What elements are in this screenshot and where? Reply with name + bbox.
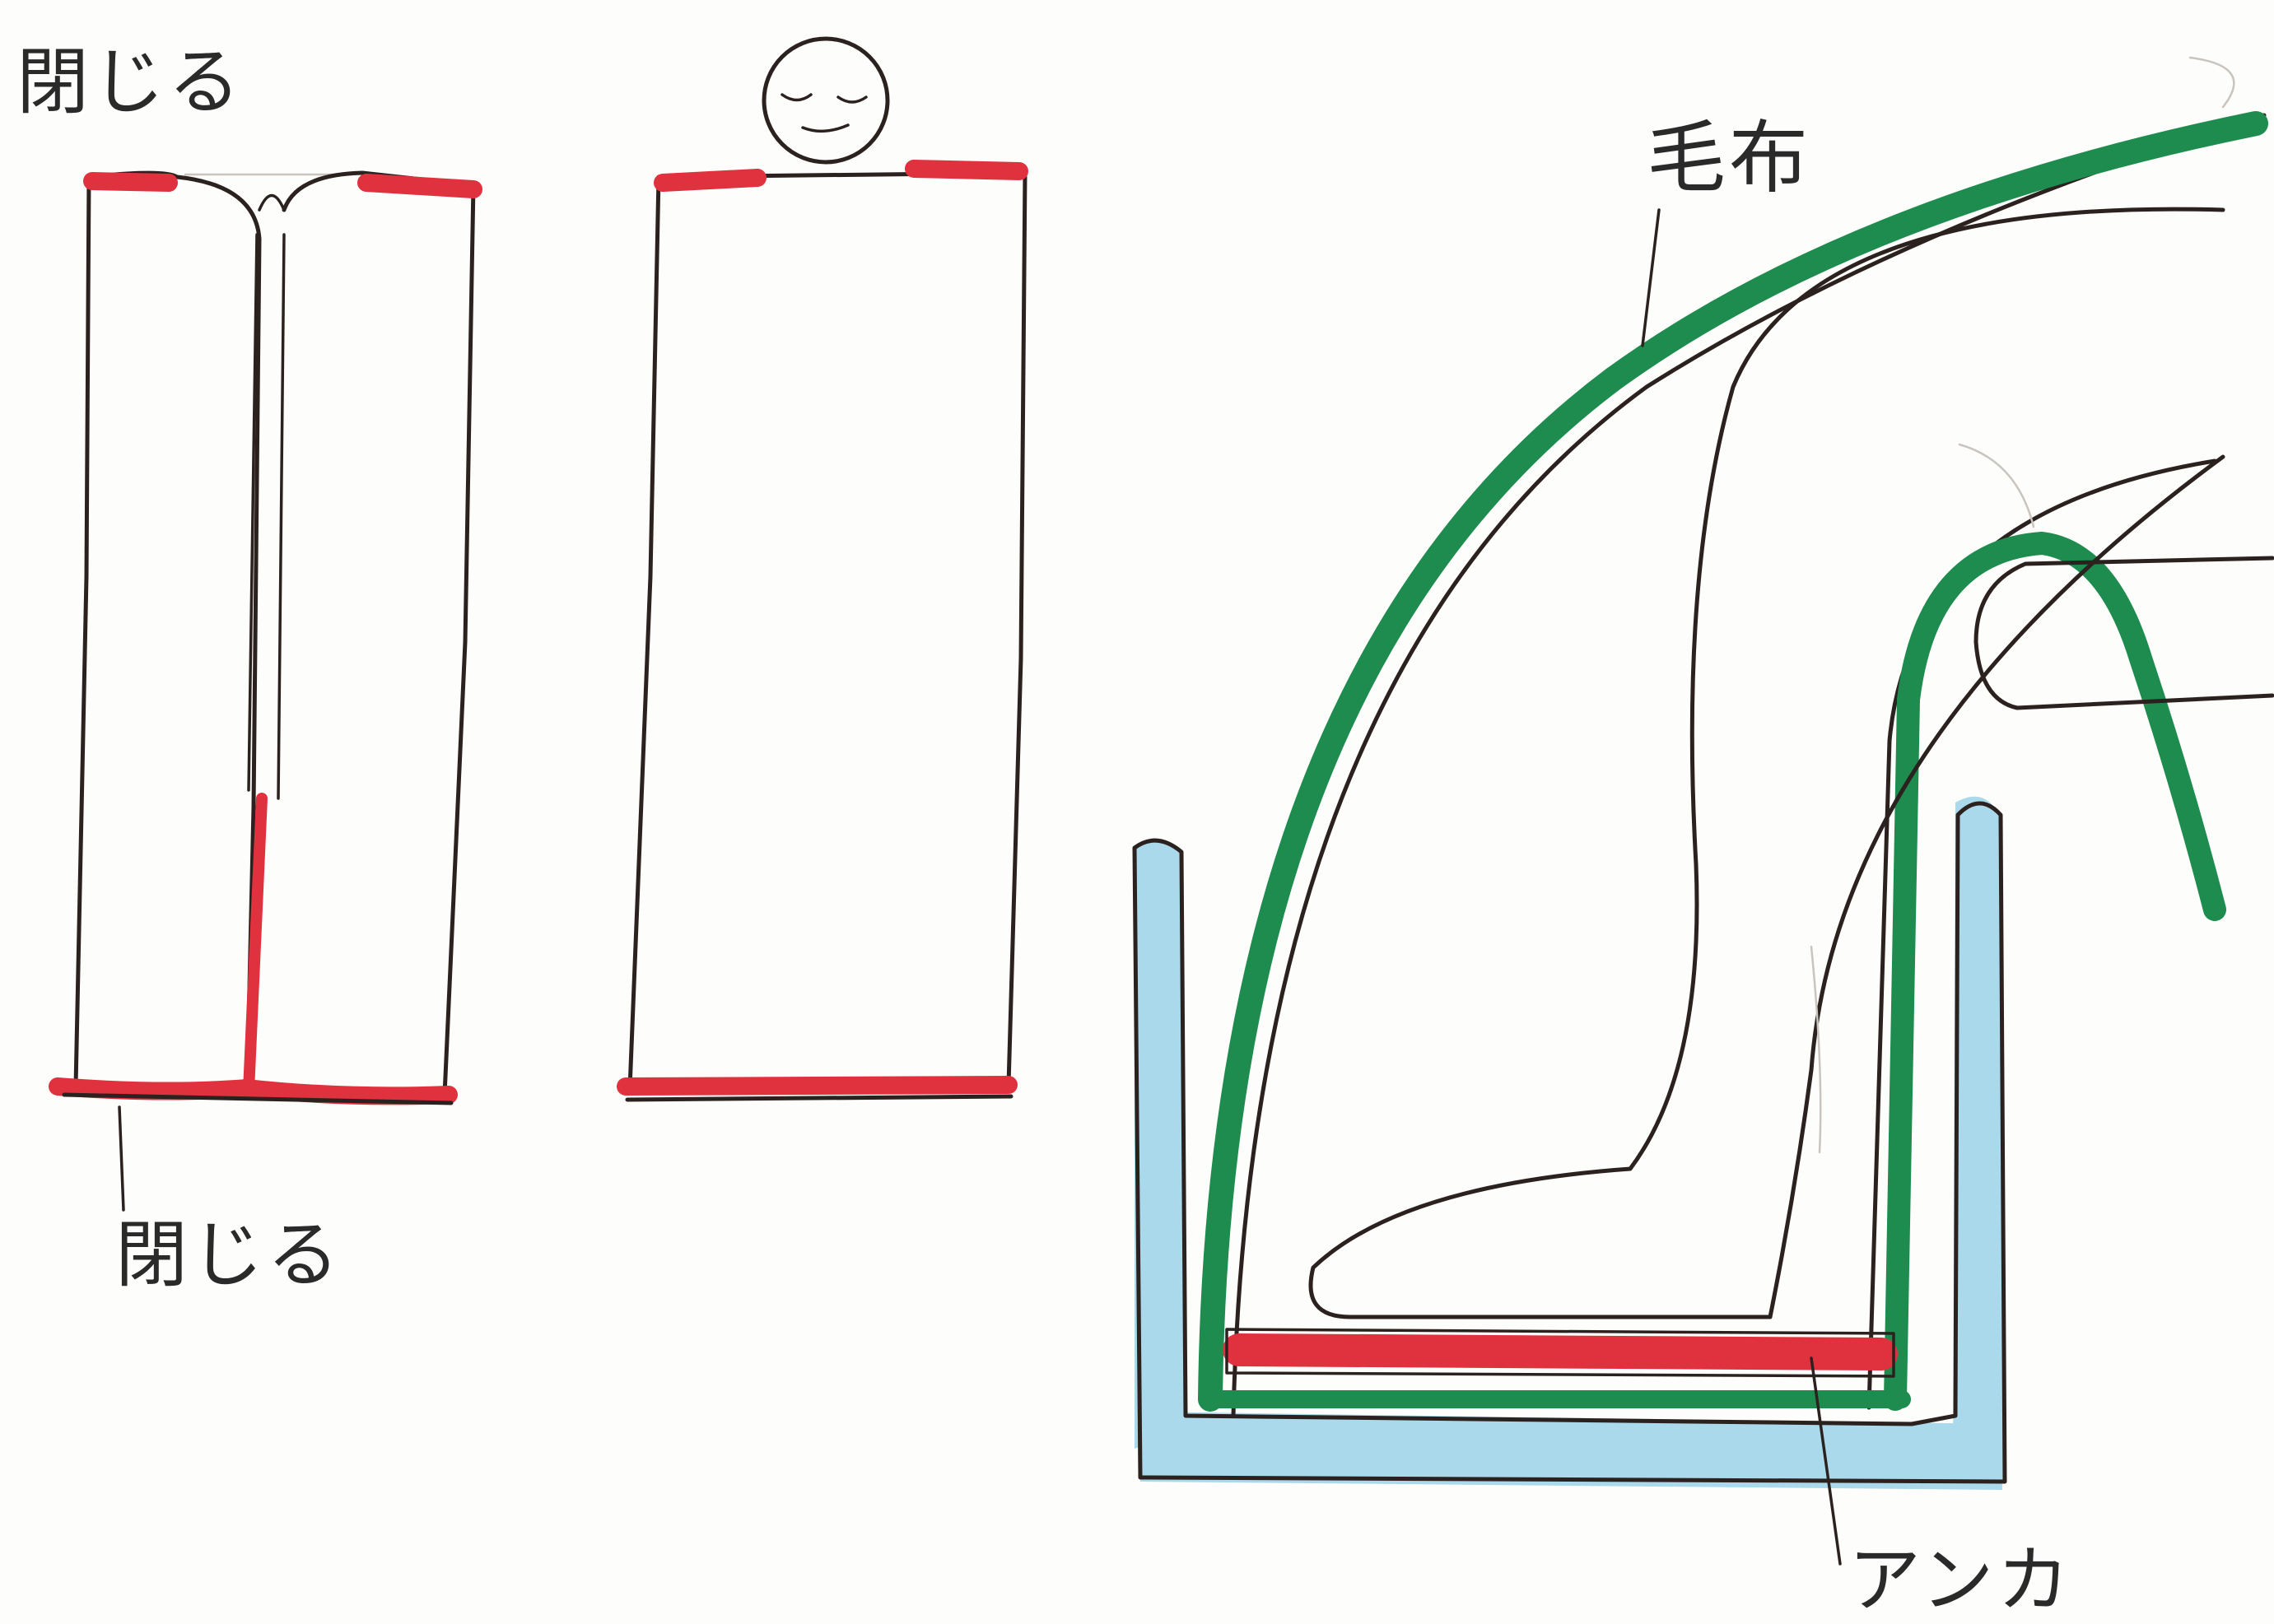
closed-bag-top-left-seal [663,178,757,183]
sleeper-head-icon [764,39,888,162]
closed-bag-bottom-seal [626,1085,1009,1087]
blanket-label: 毛布 [1647,112,1811,204]
closed-bag-outline [630,173,1025,1088]
bag-top-right-seal [366,183,473,189]
bag-top-left-seal [92,181,169,183]
bag-right-panel-outline [284,173,473,1095]
bag-shell-inner-line [1869,461,2215,1408]
blanket-right-layer [1895,543,2215,1399]
sleeper-body-outline [1311,209,2223,1317]
container-left-wall [1135,840,1186,1449]
closed-bag-bottom-edge [627,1096,1011,1100]
anchor-label: アンカ [1848,1538,2072,1622]
close-top-label: 閉じる [16,40,244,124]
close-bottom-label: 閉じる [115,1212,342,1297]
closed-bag-top-right-seal [914,169,1019,171]
blanket-leader-line [1643,210,1659,346]
blanket-outer-layer [1210,123,2256,1399]
unfolded-bag-figure [58,173,473,1210]
closed-bag-figure [626,39,1025,1100]
bag-left-panel-outline [76,173,259,1095]
close-bottom-leader-line [119,1107,123,1210]
anchor-heater-pad [1239,1350,1881,1354]
pencil-guide-lines [1811,58,2234,1152]
container-right-wall [1953,797,2005,1482]
sleeper-eyes-icon [782,95,866,131]
bag-center-lower-seal [249,798,262,1091]
cross-section-figure [1135,58,2272,1564]
